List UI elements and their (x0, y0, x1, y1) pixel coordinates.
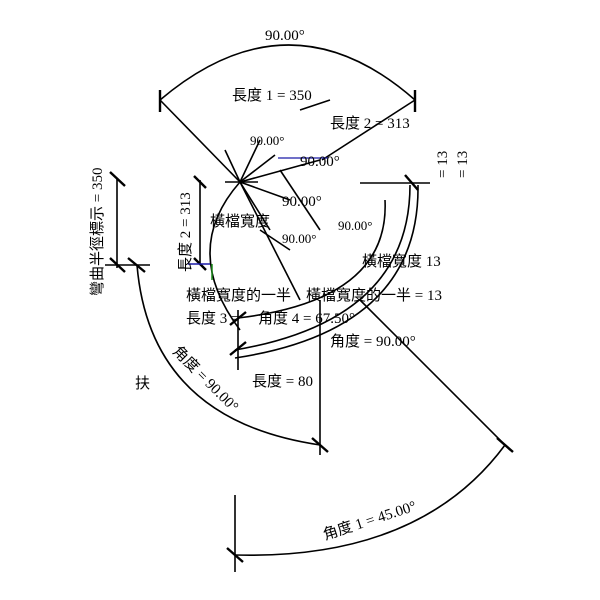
inner-arc-4 (209, 181, 241, 331)
center-leader-cluster (224, 99, 331, 301)
eq-13-b: = 13 (455, 151, 471, 178)
tick (109, 171, 126, 187)
inner-angle-label: 角度 = 90.00° (330, 333, 416, 350)
inner-90-b: 90.00° (282, 194, 322, 210)
tick (193, 175, 207, 189)
inner-90-a: 90.00° (300, 154, 340, 170)
length-3-label: 長度 3 = (186, 310, 239, 327)
tick (127, 257, 146, 273)
inner-90-c: 90.00° (282, 231, 316, 246)
top-angle-arc (159, 44, 416, 101)
left-angle-arc (136, 264, 321, 446)
rail-width-label: 橫檔寬度 (210, 212, 270, 230)
rail-width-13-label: 橫檔寬度 13 (362, 252, 441, 270)
angle-4-label: 角度 4 = 67.50° (258, 310, 355, 327)
inner-90-d: 90.00° (338, 218, 372, 233)
eq-13-a: = 13 (435, 151, 451, 178)
bend-radius-label: 彎曲半徑標示 = 350 (89, 168, 106, 296)
tick (229, 341, 247, 356)
top-left-leader (159, 99, 241, 183)
inner-90-e: 90.00° (250, 133, 284, 148)
inner-arc-2 (234, 184, 411, 351)
tick (229, 311, 247, 326)
angle-1-leader-right (359, 299, 511, 451)
length-2-left-label: 長度 2 = 313 (177, 192, 194, 272)
rail-width-half-a-label: 橫檔寬度的一半 (186, 286, 291, 304)
angle-1-arc (234, 444, 506, 556)
tick (496, 437, 514, 453)
rail-width-half-b-label: 橫檔寬度的一半 = 13 (306, 286, 442, 304)
length-1-label: 長度 1 = 350 (232, 87, 312, 104)
tick (226, 547, 244, 563)
inner-arc-1 (234, 184, 419, 359)
tick (404, 174, 419, 191)
length-2-top-label: 長度 2 = 313 (330, 115, 410, 132)
inner-arc-3 (237, 199, 386, 319)
left-angle-prefix: 扶 (135, 375, 150, 392)
angle-1-label: 角度 1 = 45.00° (321, 498, 418, 544)
length-80-label: 長度 = 80 (252, 373, 313, 390)
top-right-leader (321, 99, 416, 161)
top-angle-label: 90.00° (265, 28, 305, 44)
